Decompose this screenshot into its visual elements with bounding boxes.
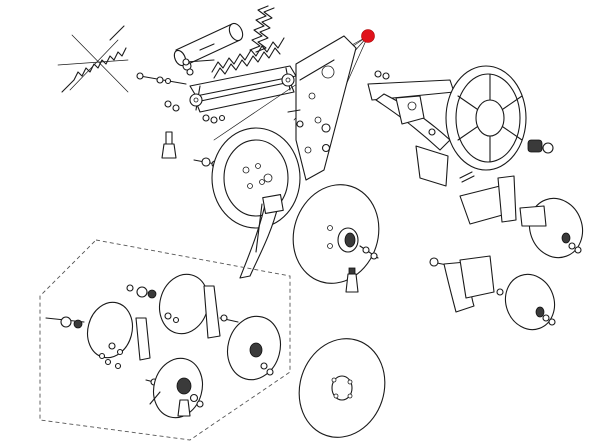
inset-shank-left bbox=[135, 317, 151, 361]
right-scraper-assembly bbox=[459, 175, 584, 259]
spray-can bbox=[345, 267, 359, 293]
compression-spring bbox=[211, 37, 285, 79]
bolt-long bbox=[136, 72, 187, 85]
inset-assembly-group bbox=[39, 239, 291, 441]
oil-bottle bbox=[161, 131, 177, 159]
gauge-wheel bbox=[445, 65, 527, 171]
bottom-disc-blade bbox=[298, 338, 386, 438]
vertical-spring bbox=[249, 5, 275, 53]
inset-disc-right bbox=[219, 314, 281, 381]
wheel-hub-cap bbox=[527, 139, 554, 154]
mounting-frame bbox=[287, 35, 357, 181]
bolt-upper bbox=[182, 58, 215, 66]
small-clip bbox=[459, 171, 475, 183]
highlighted-part-marker[interactable] bbox=[361, 29, 375, 43]
inset-disc-left bbox=[45, 301, 134, 359]
center-disc-blade bbox=[292, 184, 380, 284]
inset-disc-bottom bbox=[145, 357, 204, 419]
left-disc-blade bbox=[211, 127, 301, 229]
scraper-shank bbox=[239, 194, 284, 279]
inset-disc-top bbox=[126, 273, 209, 335]
shock-absorber bbox=[173, 22, 244, 76]
inset-shank-right bbox=[203, 285, 221, 339]
parallel-linkage bbox=[189, 65, 297, 113]
wheel-arm-bracket bbox=[367, 70, 455, 187]
spring-detail bbox=[57, 25, 129, 93]
fastener-row bbox=[164, 100, 226, 124]
right-lower-disc-assembly bbox=[429, 255, 556, 331]
